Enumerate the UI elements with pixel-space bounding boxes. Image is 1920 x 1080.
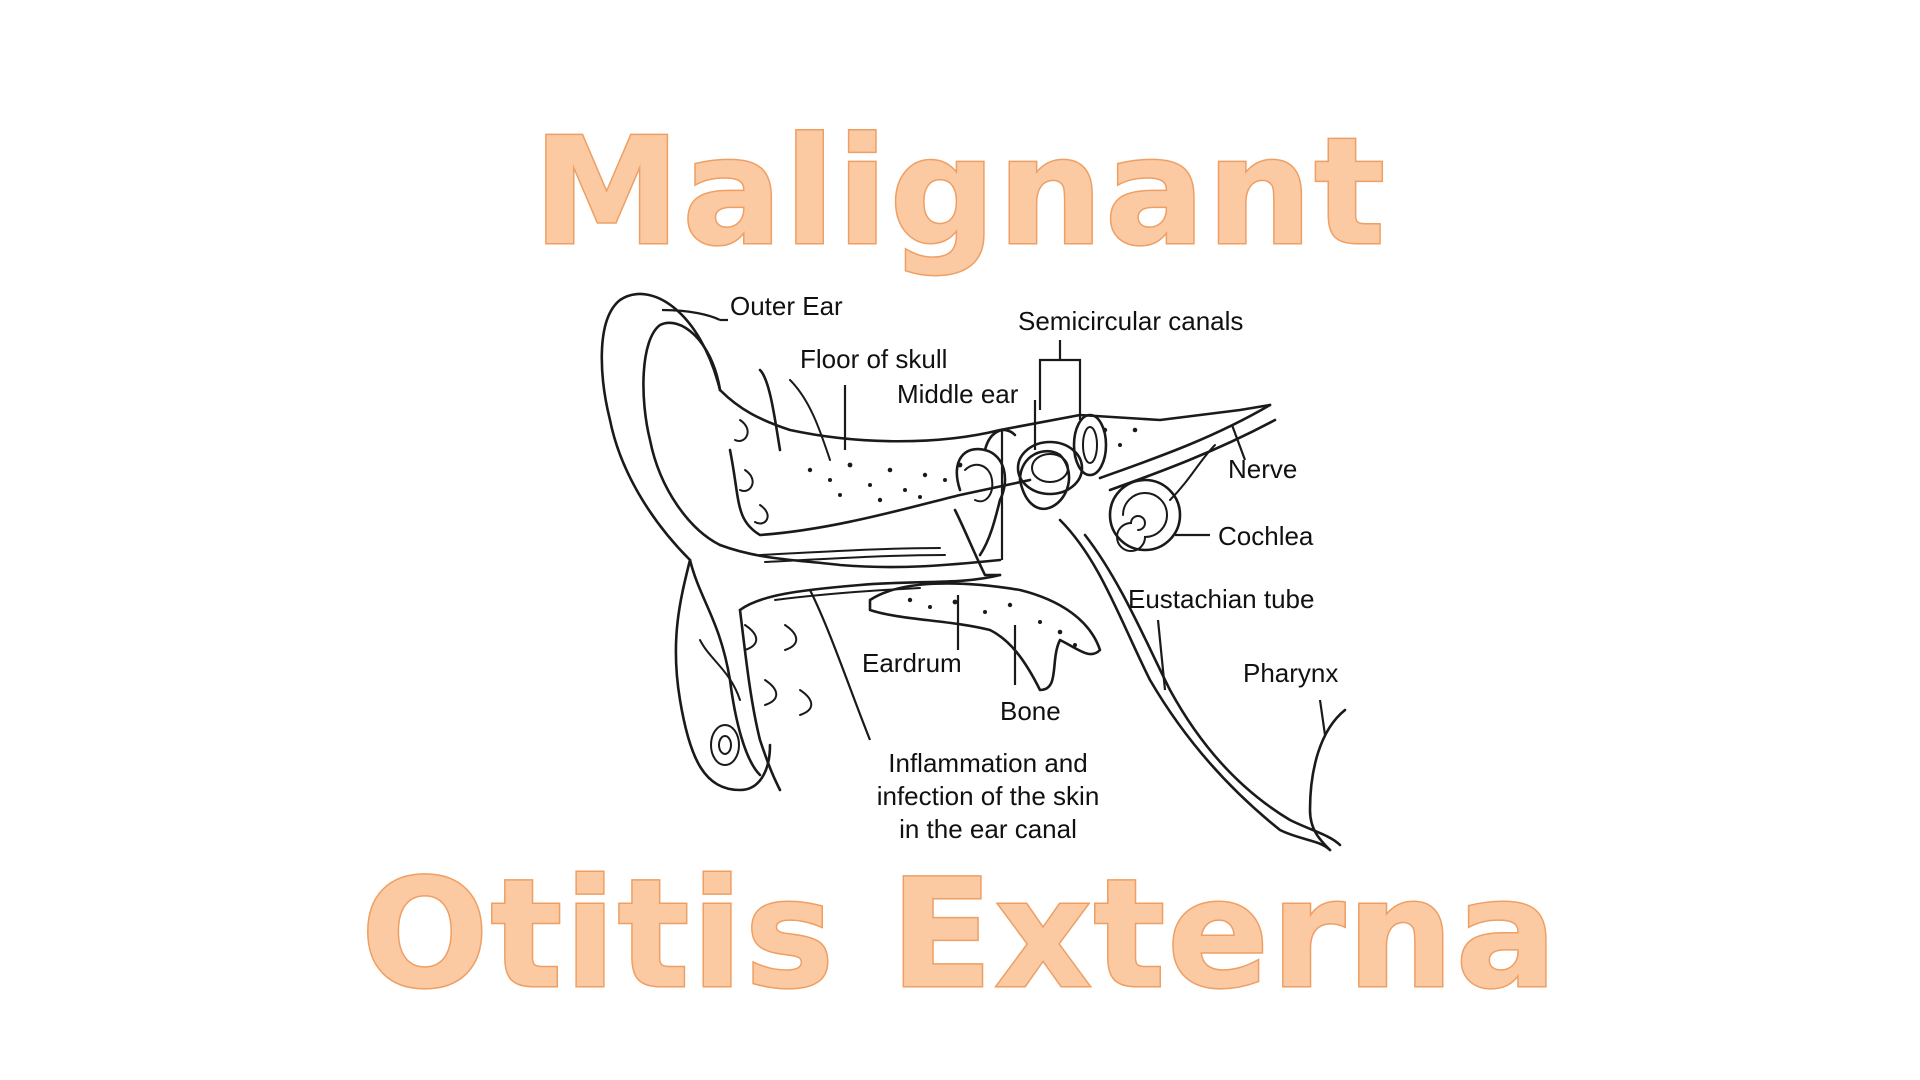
label-eardrum: Eardrum: [862, 648, 962, 678]
semicircular-canals-drawing: [1018, 415, 1106, 494]
label-floor-of-skull: Floor of skull: [800, 344, 947, 374]
label-inflammation-line2: infection of the skin: [877, 781, 1100, 811]
title-otitis-externa: Otitis Externa: [0, 860, 1920, 1010]
label-cochlea: Cochlea: [1218, 521, 1314, 551]
eardrum-drawing: [955, 510, 1000, 575]
label-bone: Bone: [1000, 696, 1061, 726]
label-nerve: Nerve: [1228, 454, 1297, 484]
label-inflammation-line1: Inflammation and: [888, 748, 1087, 778]
label-pharynx: Pharynx: [1243, 658, 1338, 688]
label-outer-ear: Outer Ear: [730, 291, 843, 321]
outer-ear-drawing: [602, 294, 770, 790]
label-middle-ear: Middle ear: [897, 379, 1019, 409]
label-semicircular-canals: Semicircular canals: [1018, 306, 1243, 336]
cochlea-drawing: [1110, 480, 1180, 551]
label-eustachian-tube: Eustachian tube: [1128, 584, 1314, 614]
label-inflammation-line3: in the ear canal: [899, 814, 1077, 844]
